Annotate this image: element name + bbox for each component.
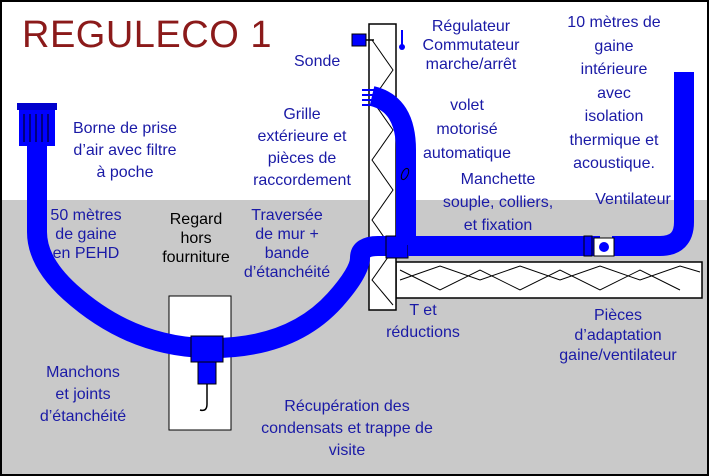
condensate-pipe	[197, 361, 217, 385]
grille-icon	[362, 89, 374, 106]
fan-flange-left	[583, 235, 593, 257]
label-gaine-interieure: 10 mètres de gaine intérieure avec isola…	[567, 14, 661, 172]
label-recuperation: Récupération des condensats et trappe de…	[261, 398, 433, 459]
damper-icon	[400, 167, 410, 181]
buried-pehd-duct	[27, 130, 404, 359]
label-sonde: Sonde	[294, 53, 341, 70]
fan-rotor	[599, 242, 609, 252]
label-pieces-adaptation: Pièces d’adaptation gaine/ventilateur	[559, 307, 677, 364]
label-regulateur: Régulateur Commutateur marche/arrêt	[422, 18, 520, 73]
thermostat-icon	[399, 44, 405, 50]
floor-insulation-zigzag	[399, 265, 701, 281]
wall-insulation-zigzag	[371, 39, 394, 306]
bypass-duct	[369, 86, 416, 245]
intake-cap	[17, 103, 57, 110]
floor-insulation-zigzag-2	[399, 269, 681, 291]
house-wall	[368, 23, 397, 311]
label-manchette: Manchette souple, colliers, et fixation	[442, 171, 554, 234]
label-t-reductions: T et réductions	[386, 302, 460, 341]
label-ventilateur: Ventilateur	[595, 191, 671, 208]
label-regard: Regard hors fourniture	[162, 211, 230, 266]
diagram-title: REGULECO 1	[22, 14, 272, 56]
intake-filter-lines	[23, 114, 49, 142]
floor-slab	[395, 261, 703, 299]
label-manchons: Manchons et joints d’étanchéité	[39, 364, 127, 425]
label-grille: Grille extérieure et pièces de raccordem…	[253, 106, 351, 189]
air-intake-borne	[19, 106, 55, 146]
t-fitting	[190, 335, 224, 363]
label-traversee: Traversée de mur + bande d’étanchéité	[243, 207, 331, 281]
sensor-icon	[351, 33, 367, 47]
label-borne: Borne de prise d’air avec filtre à poche	[72, 120, 178, 181]
label-volet: volet motorisé automatique	[422, 97, 512, 162]
label-gaine-pehd: 50 mètres de gaine en PEHD	[50, 207, 122, 262]
condensate-trap-icon	[199, 384, 208, 412]
interior-insulated-duct	[612, 72, 694, 256]
